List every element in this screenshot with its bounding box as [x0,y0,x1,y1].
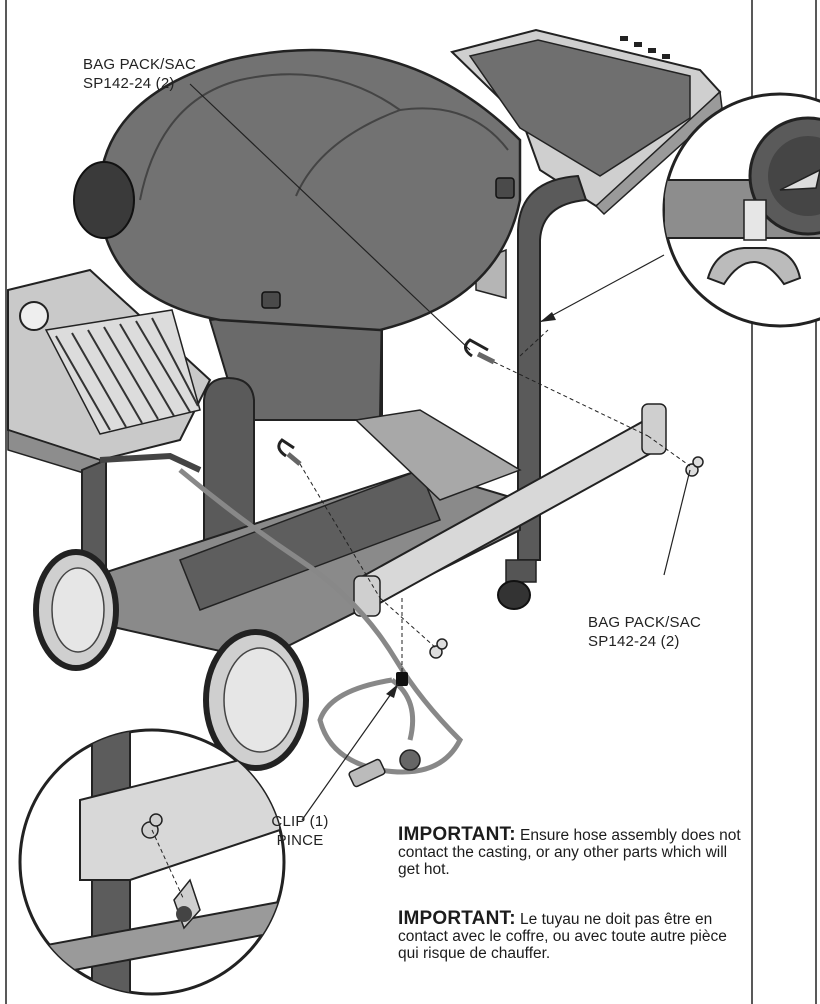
callout-bag-pack-right: BAG PACK/SAC SP142-24 (2) [588,613,701,651]
front-wheel [203,629,309,771]
callout-line: SP142-24 (2) [83,75,175,92]
detail-bolt-wing-nut [662,92,820,328]
callout-line: SP142-24 (2) [588,633,680,650]
note-heading: IMPORTANT: [398,908,516,929]
bottom-frame [81,409,522,662]
side-burner-shelf [7,268,212,480]
warning-note-french: IMPORTANT: Le tuyau ne doit pas être en … [398,908,738,962]
callout-line: CLIP (1) [271,813,329,830]
callout-clip: CLIP (1) PINCE [260,812,340,850]
j-bolt-top [464,338,496,365]
rear-wheel [33,549,119,671]
j-bolt-left [277,438,302,466]
warning-note-english: IMPORTANT: Ensure hose assembly does not… [398,824,748,878]
callout-line: BAG PACK/SAC [588,614,701,631]
note-text: Ensure hose assembly does not contact th… [398,827,741,878]
callout-line: BAG PACK/SAC [83,56,196,73]
callout-line: PINCE [276,832,324,849]
alignment-lines [299,329,691,672]
front-cross-bar [353,403,667,617]
wing-nut-right [685,456,704,477]
gas-hose [178,468,464,775]
right-side-shelf [450,28,723,216]
note-text: Le tuyau ne doit pas être en contact ave… [398,911,727,962]
callout-bag-pack-top: BAG PACK/SAC SP142-24 (2) [83,55,196,93]
caster-wheel [497,559,537,610]
right-front-leg [517,174,588,561]
detail-hose-clip [18,728,286,996]
wing-nut-left [429,638,448,659]
gas-fitting [99,452,202,473]
hose-clip [396,672,408,686]
note-heading: IMPORTANT: [398,824,516,845]
grill-firebox [73,48,522,421]
regulator [348,749,421,788]
